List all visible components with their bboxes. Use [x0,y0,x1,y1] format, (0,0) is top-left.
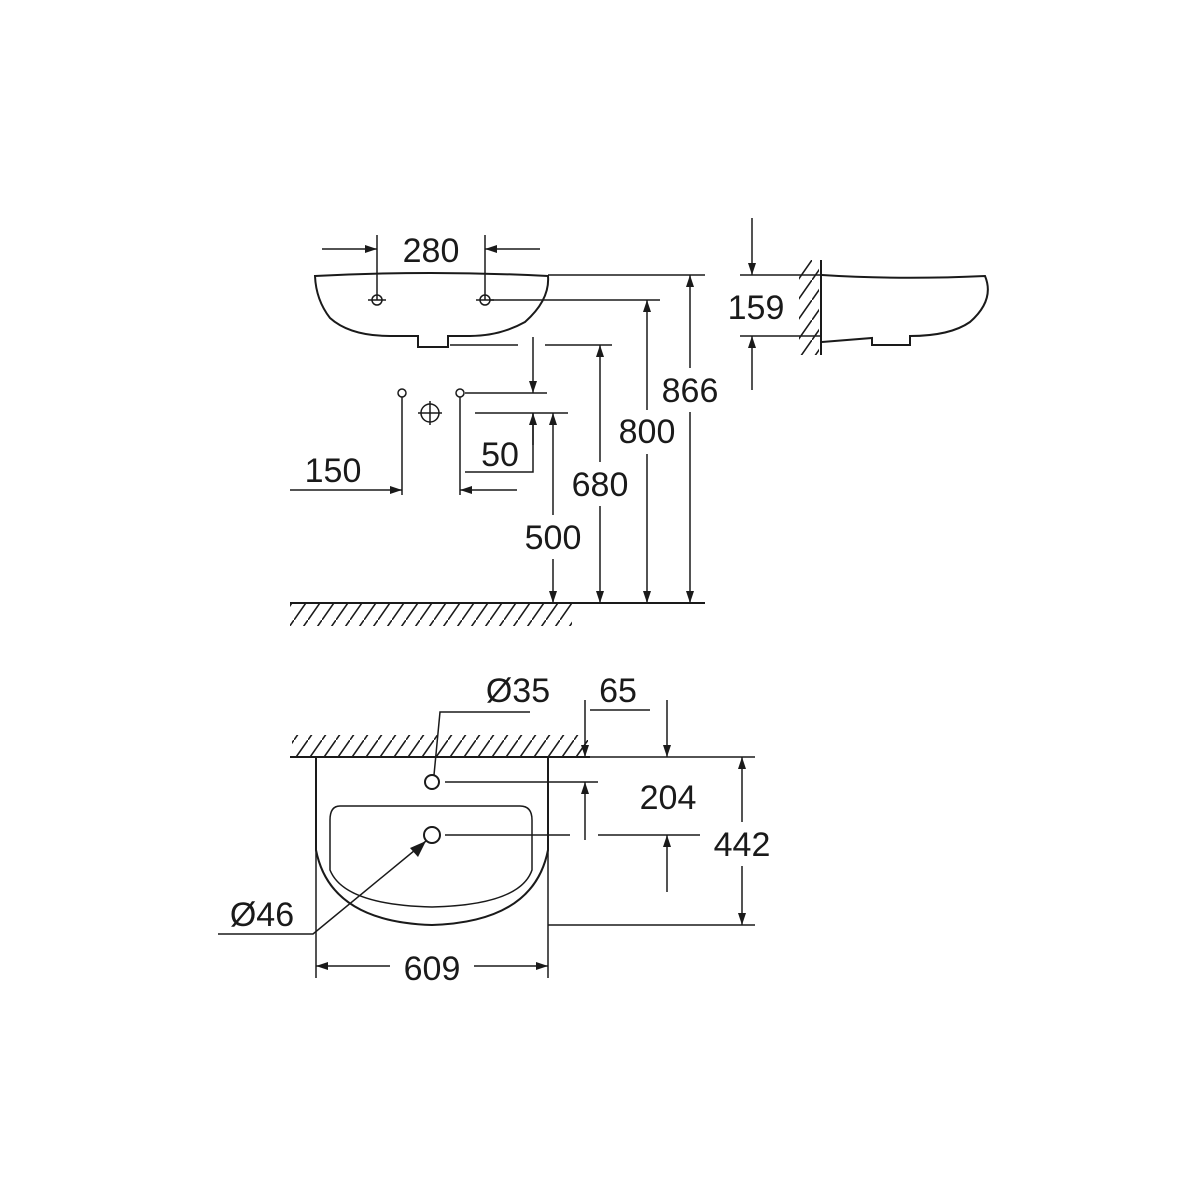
plan-view: Ø35 65 204 442 Ø46 609 [218,672,778,988]
basin-plan-outline [315,757,549,927]
tap-hole [424,774,440,790]
dim-supply-offset: 50 [481,436,519,474]
basin-bowl-outline [329,805,533,908]
dim-width: 609 [404,950,461,988]
front-view: 280 150 50 866 [290,232,728,626]
side-view: 159 [728,218,989,390]
dim-drain-height: 680 [572,466,629,504]
dim-depth: 442 [714,826,771,864]
dim-tap-hole-from-wall: 65 [599,672,637,710]
dim-supply-spacing: 150 [305,452,362,490]
supply-fittings [397,388,465,495]
dim-tap-to-drain: 204 [640,779,697,817]
dim-drain-diameter: Ø46 [230,896,294,934]
dim-tap-hole-diameter: Ø35 [486,672,550,710]
tap-hole-markers [368,294,494,306]
dim-waste-height: 500 [525,519,582,557]
dim-rim-height: 866 [662,372,719,410]
dim-basin-height: 159 [728,289,785,327]
drain-hole [423,826,441,844]
wall-hatching-plan [292,735,588,756]
dim-tap-hole-spacing: 280 [403,232,460,270]
dim-tap-hole-height: 800 [619,413,676,451]
basin-side-outline [821,274,989,346]
floor-hatching [290,604,572,626]
wall-hatching [799,260,819,355]
basin-front-outline [313,272,550,348]
